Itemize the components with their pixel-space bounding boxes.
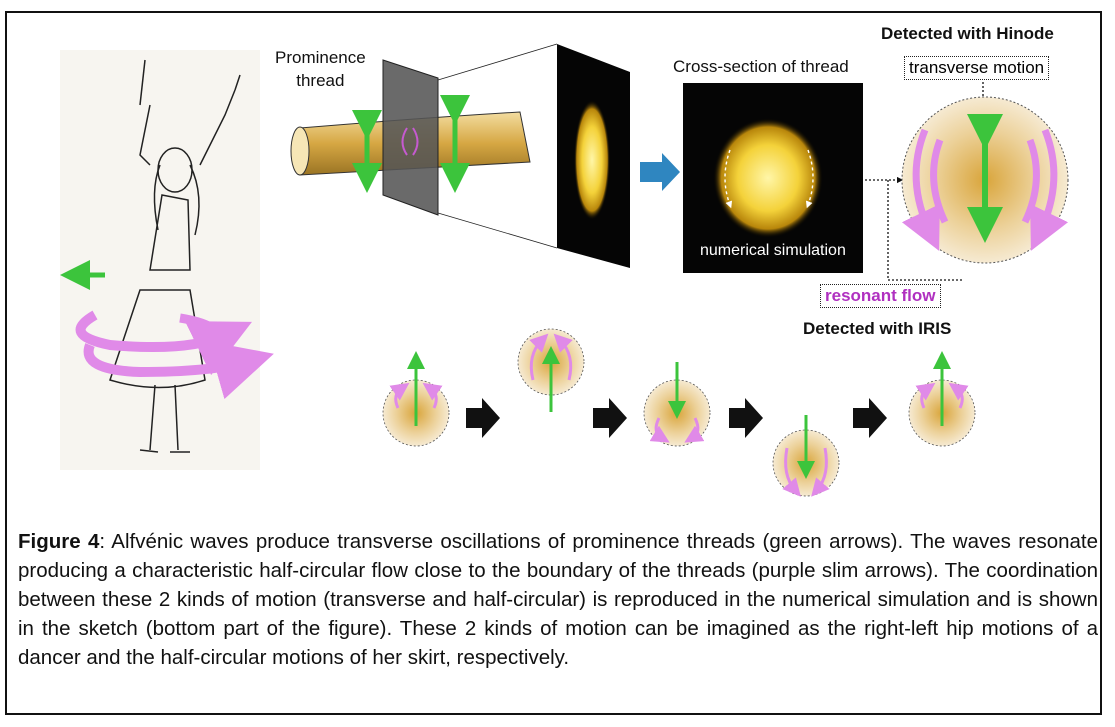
cross-section-label: Cross-section of thread (673, 57, 849, 77)
hinode-circle (902, 97, 1068, 263)
sequence-arrow-2 (593, 398, 627, 438)
sequence-arrow-1 (466, 398, 500, 438)
dancer-sketch (60, 50, 260, 470)
detected-hinode-label: Detected with Hinode (881, 24, 1054, 44)
detected-iris-label: Detected with IRIS (803, 319, 951, 339)
sequence-circle-3 (644, 362, 710, 446)
sequence-circle-4 (773, 415, 839, 496)
resonant-flow-box: resonant flow (820, 284, 941, 308)
sequence-circle-1 (383, 360, 449, 446)
cross-section-panel (557, 44, 630, 268)
sequence-arrow-4 (853, 398, 887, 438)
blue-arrow (640, 153, 680, 191)
cut-plane (383, 60, 438, 215)
figure-label: Figure 4 (18, 530, 99, 553)
prominence-thread-label: Prominence thread (275, 46, 366, 92)
sequence-circle-5 (909, 360, 975, 446)
figure-caption: Figure 4: Alfvénic waves produce transve… (18, 527, 1098, 672)
numerical-simulation-label: numerical simulation (700, 242, 846, 260)
caption-text: : Alfvénic waves produce transverse osci… (18, 530, 1098, 669)
sequence-circle-2 (518, 329, 584, 412)
transverse-motion-box: transverse motion (904, 56, 1049, 80)
sequence-arrow-3 (729, 398, 763, 438)
